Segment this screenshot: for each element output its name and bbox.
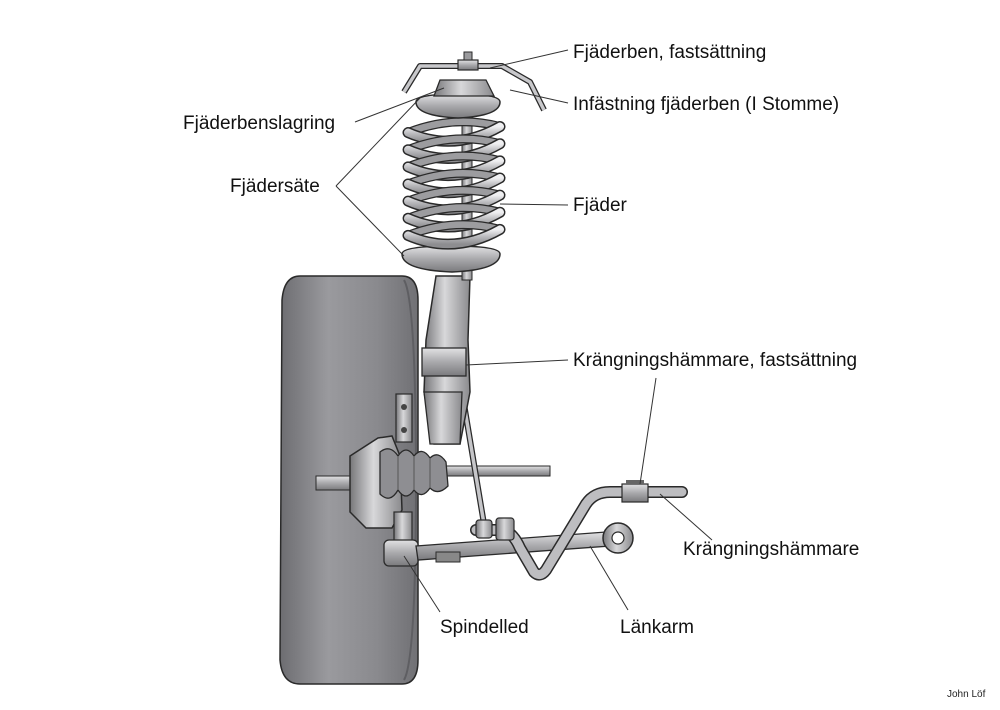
- label-ball-joint: Spindelled: [440, 617, 529, 638]
- leader-stabilizer-mount-2: [639, 377, 657, 485]
- spring-coil-front-fill: [404, 225, 504, 249]
- label-stabilizer-mount: Krängningshämmare, fastsättning: [573, 350, 858, 371]
- spring-coil-back-fill: [404, 152, 504, 171]
- label-stabilizer-bar: Krängningshämmare: [683, 539, 860, 560]
- leader-spring-seat-lower: [335, 185, 405, 257]
- spring-coil-back-fill: [404, 135, 504, 153]
- spring-coil-back-fill: [404, 118, 504, 136]
- ball-joint: [383, 511, 419, 567]
- spring-coil-back-fill: [404, 221, 504, 239]
- leader-ball-joint: [403, 555, 441, 613]
- label-spring-seat: Fjädersäte: [230, 176, 320, 197]
- label-body-mount: Infästning fjäderben (I Stomme): [573, 94, 840, 115]
- upper-spring-seat: [415, 79, 501, 119]
- credit-text: John Löf: [947, 689, 986, 700]
- cv-boot: [379, 448, 449, 499]
- shock-absorber: [421, 275, 471, 445]
- spring-coil-back-fill: [404, 187, 504, 205]
- label-spring: Fjäder: [573, 195, 627, 216]
- stabilizer-bar: [470, 480, 688, 581]
- leader-body-mount: [509, 89, 569, 104]
- leader-strut-bearing: [354, 87, 445, 123]
- body-mount-bracket: [401, 63, 547, 112]
- leader-stabilizer-mount-1: [465, 359, 569, 366]
- spring-coil-back-fill: [404, 204, 504, 222]
- leader-spring-seat-upper: [335, 97, 421, 187]
- lower-spring-seat: [401, 245, 501, 273]
- leader-stabilizer-bar: [659, 493, 713, 541]
- top-nut: [457, 51, 479, 71]
- spring-coil-back-fill: [404, 169, 504, 188]
- leader-spring: [499, 203, 569, 206]
- label-control-arm: Länkarm: [620, 617, 694, 638]
- label-strut-mount: Fjäderben, fastsättning: [573, 42, 767, 63]
- label-strut-bearing: Fjäderbenslagring: [183, 113, 336, 134]
- leader-lines: [335, 49, 713, 613]
- coil-spring: [402, 117, 506, 250]
- leader-strut-mount: [489, 49, 569, 69]
- leader-control-arm: [589, 545, 629, 611]
